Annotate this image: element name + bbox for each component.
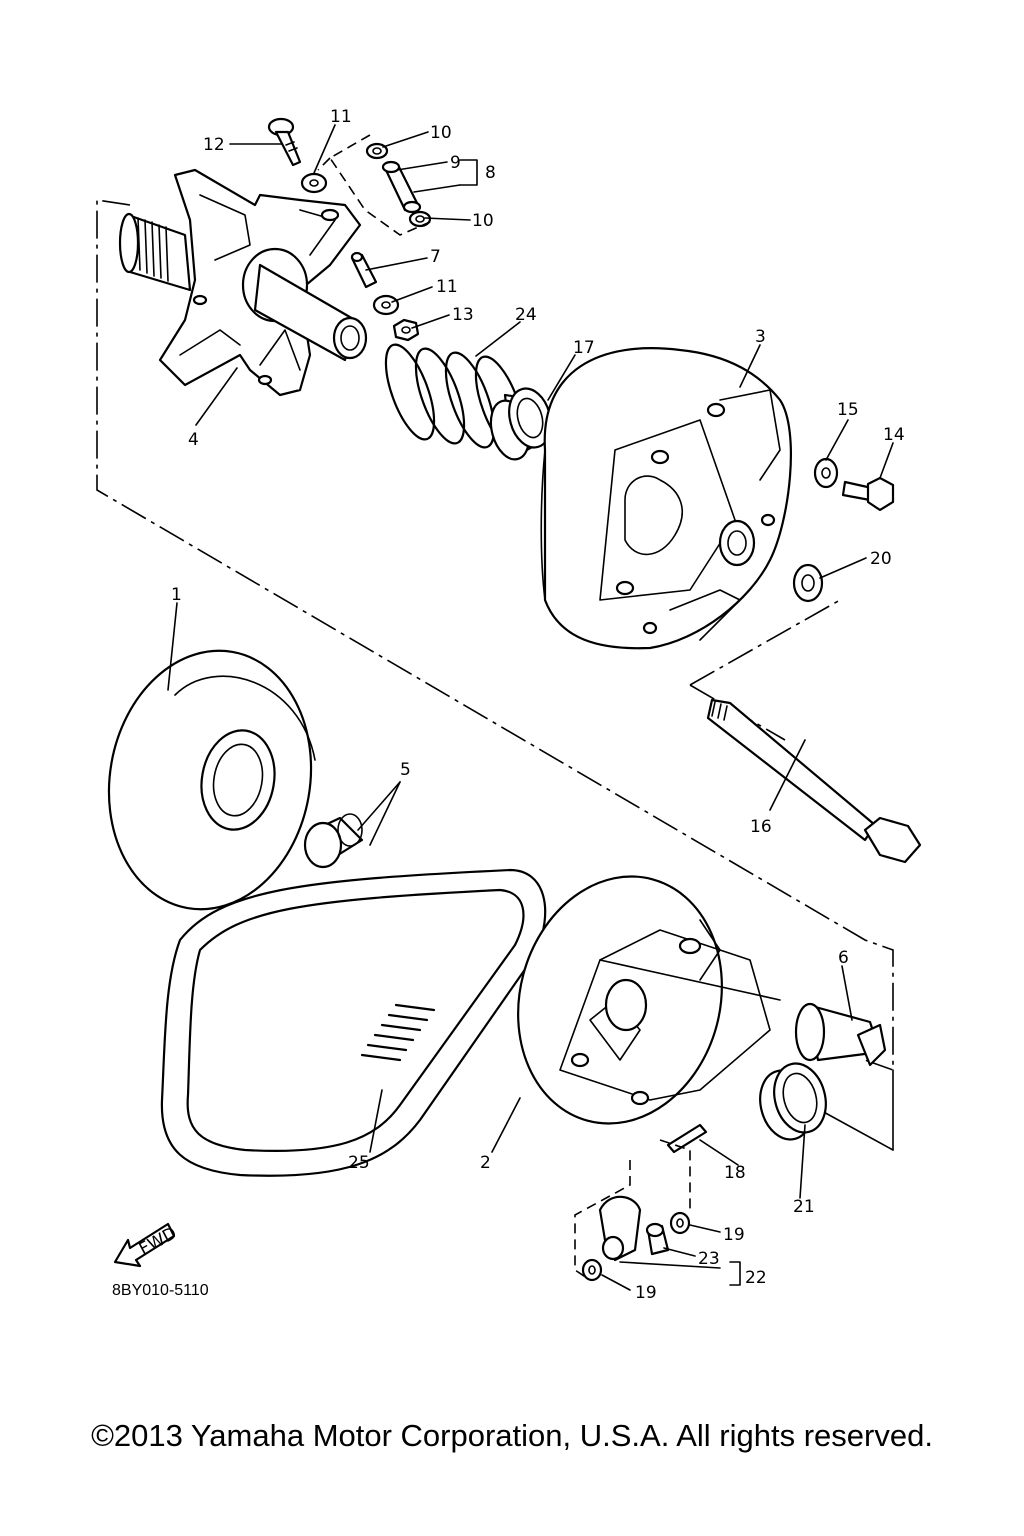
- label-part-21: 21: [793, 1197, 815, 1217]
- label-part-14: 14: [883, 425, 905, 445]
- leader-lines: [167, 124, 894, 1291]
- washer-10-top: [365, 142, 389, 160]
- label-part-11-bottom: 11: [436, 277, 458, 297]
- bushing-17: [489, 387, 552, 461]
- bearing-21: [759, 1062, 827, 1141]
- label-part-10-top: 10: [430, 123, 452, 143]
- cover-3: [540, 347, 792, 650]
- label-part-9: 9: [450, 153, 461, 173]
- washer-19-bottom: [581, 1258, 603, 1282]
- label-part-7: 7: [430, 247, 441, 267]
- washer-11-bottom: [372, 294, 400, 316]
- label-part-22: 22: [745, 1268, 767, 1288]
- fixed-sheave-2: [517, 875, 781, 1125]
- label-part-24: 24: [515, 305, 537, 325]
- sliding-sheave-1: [107, 649, 316, 911]
- copyright-notice: ©2013 Yamaha Motor Corporation, U.S.A. A…: [91, 1418, 933, 1453]
- label-part-25: 25: [348, 1153, 370, 1173]
- drawing-code: 8BY010-5110: [112, 1282, 209, 1299]
- label-part-11-top: 11: [330, 107, 352, 127]
- collars-5: [303, 813, 364, 869]
- drive-belt-25: [160, 868, 547, 1177]
- label-part-23: 23: [698, 1249, 720, 1269]
- label-part-4: 4: [188, 430, 199, 450]
- label-part-18: 18: [724, 1163, 746, 1183]
- cam-weight-22: [598, 1195, 642, 1262]
- roller-23: [645, 1222, 670, 1256]
- roller-pin-9: [381, 160, 422, 214]
- pin-7: [350, 251, 378, 289]
- label-part-13: 13: [452, 305, 474, 325]
- label-part-16: 16: [750, 817, 772, 837]
- label-part-8: 8: [485, 163, 496, 183]
- washer-15: [813, 457, 839, 489]
- part-labels: 12 11 10 9 8 10 7 11 13 24 17 3 15 14 20…: [171, 107, 905, 1303]
- label-part-17: 17: [573, 338, 595, 358]
- sleeve-6: [794, 1002, 887, 1067]
- washer-19-top: [669, 1211, 691, 1235]
- label-part-12: 12: [203, 135, 225, 155]
- label-part-15: 15: [837, 400, 859, 420]
- label-part-19-bottom: 19: [635, 1283, 657, 1303]
- bolt-14: [841, 476, 895, 512]
- label-part-1: 1: [171, 585, 182, 605]
- bolt-12: [267, 117, 302, 167]
- label-part-20: 20: [870, 549, 892, 569]
- collar-20: [792, 563, 824, 603]
- fwd-label: FWD: [136, 1223, 180, 1259]
- belt-cogs: [360, 1003, 436, 1062]
- forward-arrow-icon: FWD: [113, 1222, 180, 1268]
- label-part-10-bottom: 10: [472, 211, 494, 231]
- spider-assembly: [118, 168, 368, 397]
- label-part-5: 5: [400, 760, 411, 780]
- exploded-view-drawing: FWD 12 11 10: [96, 107, 922, 1303]
- long-bolt-16: [706, 698, 922, 864]
- label-part-2: 2: [480, 1153, 491, 1173]
- pin-18: [666, 1123, 708, 1154]
- label-part-6: 6: [838, 948, 849, 968]
- label-part-19-top: 19: [723, 1225, 745, 1245]
- label-part-3: 3: [755, 327, 766, 347]
- nut-13: [392, 318, 420, 342]
- washer-11-top: [300, 172, 328, 194]
